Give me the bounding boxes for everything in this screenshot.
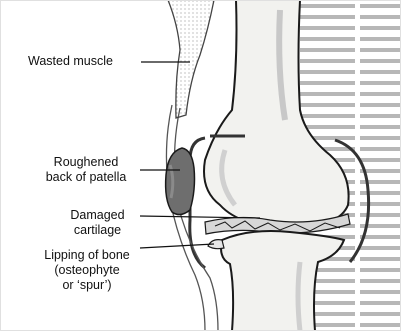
label-lipping-of-bone: Lipping of bone (osteophyte or ‘spur’) [34, 248, 140, 293]
label-line: or ‘spur’) [34, 278, 140, 293]
label-line: back of patella [32, 170, 140, 185]
label-line: Lipping of bone [34, 248, 140, 263]
label-line: cartilage [55, 223, 140, 238]
label-wasted-muscle: Wasted muscle [28, 54, 141, 69]
label-line: Damaged [55, 208, 140, 223]
wasted-muscle [168, 0, 214, 118]
label-line: Wasted muscle [28, 54, 141, 69]
leader-lipping [140, 244, 214, 248]
label-line: (osteophyte [34, 263, 140, 278]
label-line: Roughened [32, 155, 140, 170]
label-damaged-cartilage: Damaged cartilage [55, 208, 140, 238]
patella [166, 148, 195, 215]
label-roughened-patella: Roughened back of patella [32, 155, 140, 185]
